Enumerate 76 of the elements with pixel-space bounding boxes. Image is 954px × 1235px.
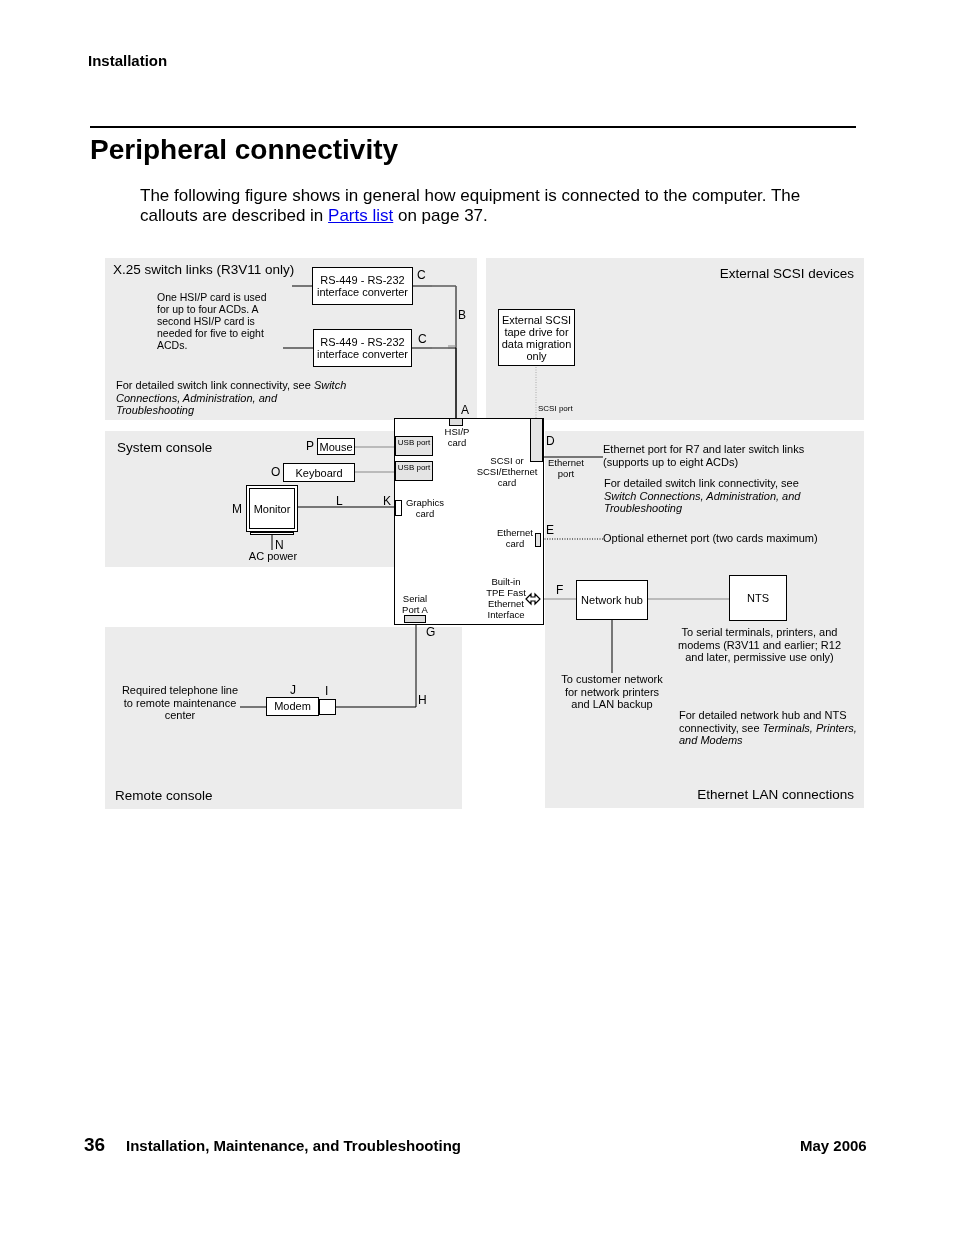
connection-note: To customer network for network printers and LAN backup (560, 673, 664, 737)
card-label: SCSI or SCSI/Ethernet card (475, 455, 539, 488)
panel-heading: X.25 switch links (R3V11 only) (113, 262, 295, 277)
page-number: 36 (84, 1134, 107, 1156)
callout-letter: I (325, 684, 329, 698)
callout-letter: P (306, 439, 314, 453)
header-text: Installation (88, 52, 169, 70)
card-label: Graphics card (405, 497, 445, 519)
edge-label: H (418, 693, 427, 707)
callout-letter: M (232, 502, 242, 516)
callout-letter: G (426, 625, 436, 639)
callout-letter: O (271, 465, 281, 479)
mouse-box: Mouse (317, 438, 355, 455)
port-label: Ethernet port (547, 458, 585, 480)
computer-chassis (394, 418, 544, 625)
connection-note: Optional ethernet port (two cards maximum) (603, 532, 833, 546)
connector-line (282, 347, 314, 349)
panel-heading: External SCSI devices (719, 266, 854, 281)
power-note: AC power (244, 550, 302, 564)
card-label: Built-in TPE Fast Ethernet Interface (485, 576, 527, 620)
connector-line (354, 471, 396, 473)
edge-label: L (336, 494, 343, 508)
footer-date: May 2006 (800, 1137, 868, 1155)
card-label: Serial Port A (401, 593, 429, 615)
note-text: One HSI/P card is used for up to four ACDs. A second HSI/P card is needed for five to eight ACDs. (157, 291, 268, 352)
connector-line (239, 706, 267, 708)
usb-port: USB port (395, 436, 433, 456)
monitor-screen: Monitor (246, 485, 298, 532)
converter-box: RS-449 - RS-232 interface converter (313, 329, 412, 367)
edge-label: F (556, 583, 564, 597)
edge-label: D (546, 434, 555, 448)
callout-letter: C (418, 332, 427, 346)
section-panel (105, 258, 477, 420)
note-text: For detailed switch link connectivity, see Switch Connections, Administration, and Troubleshooting (116, 379, 348, 417)
footer-title: Installation, Maintenance, and Troubleshooting (126, 1137, 463, 1155)
tape-drive-box: External SCSI tape drive for data migration only (498, 309, 575, 366)
connector-line (291, 285, 313, 287)
section-panel (486, 258, 864, 420)
note-text: To serial terminals, printers, and modems (R3V11 and earlier; R12 and later, permissive use only) (676, 626, 842, 664)
panel-heading: Remote console (115, 788, 213, 803)
card-label: Ethernet card (496, 527, 534, 549)
page-title: Peripheral connectivity (90, 134, 399, 166)
connector-line (354, 446, 396, 448)
connector-line (297, 506, 396, 508)
connector-line (542, 456, 604, 458)
intro-paragraph: The following figure shows in general how equipment is connected to the computer. The callouts are described in Parts list on page 37. (140, 186, 802, 226)
connection-note: Ethernet port for R7 and later switch links (supports up to eight ACDs) (603, 443, 823, 471)
note-text: For detailed switch link connectivity, see Switch Connections, Administration, and Troubleshooting (604, 477, 802, 515)
modem-box: Modem (266, 697, 319, 716)
edge-label: E (546, 523, 554, 537)
panel-heading: Ethernet LAN connections (697, 787, 854, 802)
connector-line (541, 598, 577, 600)
converter-box: RS-449 - RS-232 interface converter (312, 267, 413, 305)
connector-line (611, 619, 613, 674)
note-text: For detailed network hub and NTS connectivity, see Terminals, Printers, and Modems (679, 709, 858, 747)
section-panel (545, 431, 864, 808)
callout-letter: C (417, 268, 426, 282)
connector-line (335, 622, 417, 708)
edge-label: N (275, 538, 284, 552)
terminal-server-box: NTS (729, 575, 787, 621)
panel-heading: System console (117, 440, 213, 455)
callout-letter: K (383, 494, 391, 508)
section-panel (105, 431, 394, 567)
callout-letter: A (461, 403, 469, 417)
usb-port: USB port (395, 461, 433, 481)
parts-list-link: Parts list (328, 206, 394, 225)
section-panel (105, 627, 462, 809)
hub-box: Network hub (576, 580, 648, 620)
connector-line (411, 347, 457, 419)
edge-label: SCSI port (538, 404, 573, 413)
connection-note: Required telephone line to remote maintenance center (120, 684, 240, 730)
connector-line (647, 598, 730, 600)
callout-letter: B (458, 309, 467, 323)
keyboard-box: Keyboard (283, 463, 355, 482)
callout-letter: J (290, 683, 296, 697)
card-label: HSI/P card (443, 426, 471, 448)
